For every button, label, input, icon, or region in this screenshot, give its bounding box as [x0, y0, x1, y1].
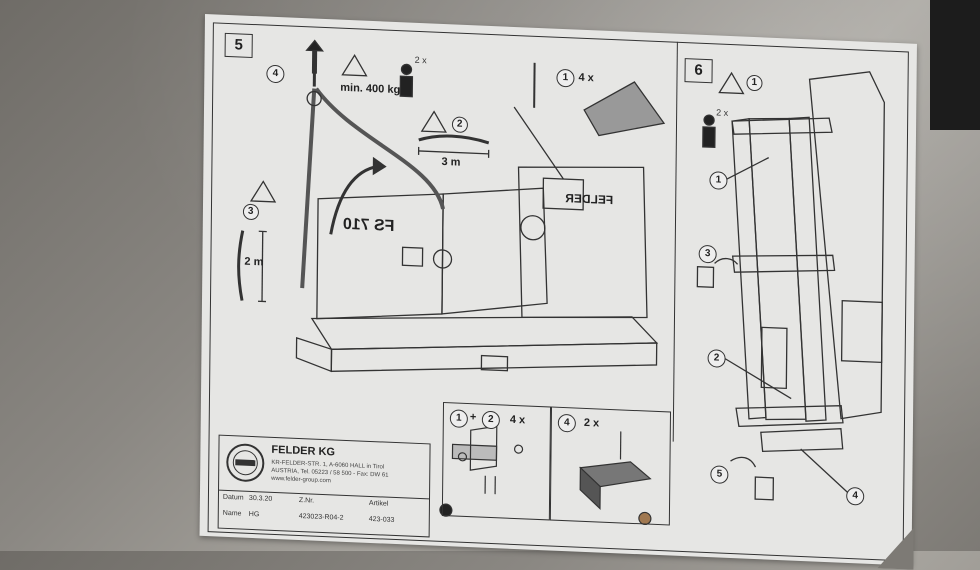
frame-top-beam [732, 114, 832, 138]
screw-count: 4 x [578, 72, 593, 85]
eye-badge-left: 3 [243, 204, 259, 221]
frame-mid-beam [732, 251, 834, 276]
pallet-top [312, 303, 657, 362]
callout-3: 3 [699, 245, 717, 264]
sling-length-2m: 2 m [244, 256, 263, 269]
detail-badge-1: 1 [450, 409, 468, 428]
sling-right [315, 89, 444, 209]
title-block: FELDER KG KR-FELDER-STR. 1, A-6060 HALL … [218, 435, 431, 538]
callout-1: 1 [709, 171, 727, 190]
machine-model-text: FS 710 [343, 216, 395, 236]
machine-brand-text: FELDER [565, 191, 613, 207]
eye-badge-right: 1 [746, 75, 762, 92]
article-label: Artikel [369, 500, 389, 508]
detail-plus: + [470, 411, 477, 423]
screw-badge: 1 [556, 69, 574, 88]
callout-2: 2 [707, 349, 725, 368]
detail-count-4x: 4 x [510, 414, 525, 427]
weight-label: min. 400 kg [340, 82, 400, 97]
lift-point-badge: 4 [266, 65, 284, 84]
frame-post-right [786, 116, 829, 422]
company-name: FELDER KG [271, 444, 335, 459]
sling-left [302, 88, 314, 288]
callout-4: 4 [846, 487, 864, 506]
detail-badge-4: 4 [558, 414, 576, 433]
felder-logo [225, 442, 265, 484]
detail-box-brackets: 1 + 2 4 x [442, 402, 551, 520]
detail-badge-2: 2 [482, 411, 500, 430]
name-value: HG [249, 511, 260, 518]
detail-count-2x: 2 x [584, 417, 599, 430]
persons-count-left: 2 x [415, 55, 427, 65]
address-line-3: www.felder-group.com [271, 476, 331, 484]
callout-5: 5 [710, 465, 728, 484]
article-value: 423-033 [369, 516, 395, 524]
instruction-sheet: 5 6 [200, 14, 917, 566]
dark-corner-object [930, 0, 980, 130]
sling-length-3m: 3 m [441, 156, 460, 169]
date-value: 30.3.20 [249, 495, 272, 503]
drawing-value: 423023-R04-2 [299, 513, 344, 522]
detail-box-block: 4 2 x [550, 407, 671, 526]
date-label: Datum [223, 494, 244, 502]
eye-badge-top: 2 [452, 116, 468, 133]
name-label: Name [223, 510, 242, 518]
drawing-label: Z.Nr. [299, 497, 314, 505]
pallet-side [331, 329, 656, 385]
persons-count-right: 2 x [716, 107, 728, 117]
